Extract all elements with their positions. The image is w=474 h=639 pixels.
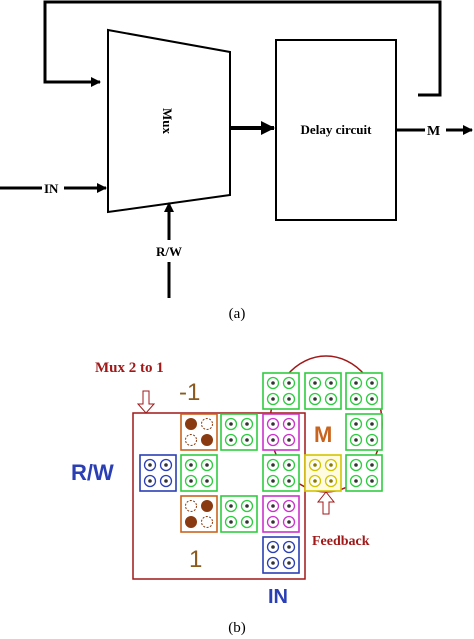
mux-block [107,28,231,214]
qca-cell [262,372,300,410]
qca-cell [304,454,342,492]
caption-b: (b) [228,620,246,636]
in-label: IN [268,586,288,608]
qca-cell [304,372,342,410]
feedback-label: Feedback [312,534,370,549]
qca-cell [220,495,258,533]
qca-cell [345,372,383,410]
feedback-loop-wire [43,0,442,97]
input-rw-label: R/W [156,244,182,259]
qca-cells-group [139,372,383,574]
m-label: M [314,422,332,447]
figure-b: Mux 2 to 1 -1 1 R/W IN M Feedback (b) [71,355,383,636]
qca-cell [345,454,383,492]
qca-cell [262,536,300,574]
qca-cell [180,495,218,533]
qca-cell [345,413,383,451]
qca-cell [139,454,177,492]
minus-one-label: -1 [179,379,200,406]
qca-cell [262,413,300,451]
delay-circuit-block [275,39,397,221]
qca-cell [180,413,218,451]
mux-title-label: Mux 2 to 1 [95,360,164,376]
rw-label: R/W [71,460,114,485]
figure-a: Mux Delay circuit M IN R/W (a) [0,0,473,322]
qca-cell [220,413,258,451]
mux-title-arrow [136,390,156,414]
one-label: 1 [189,546,202,573]
qca-cell [262,454,300,492]
feedback-arrow [316,491,336,515]
caption-a: (a) [229,306,246,322]
mux-region-outline [132,412,306,580]
mux-label: Mux [160,108,175,135]
qca-cell [180,454,218,492]
delay-circuit-label: Delay circuit [301,122,373,137]
qca-cell [262,495,300,533]
output-label: M [427,124,440,139]
input-in-label: IN [44,181,59,196]
